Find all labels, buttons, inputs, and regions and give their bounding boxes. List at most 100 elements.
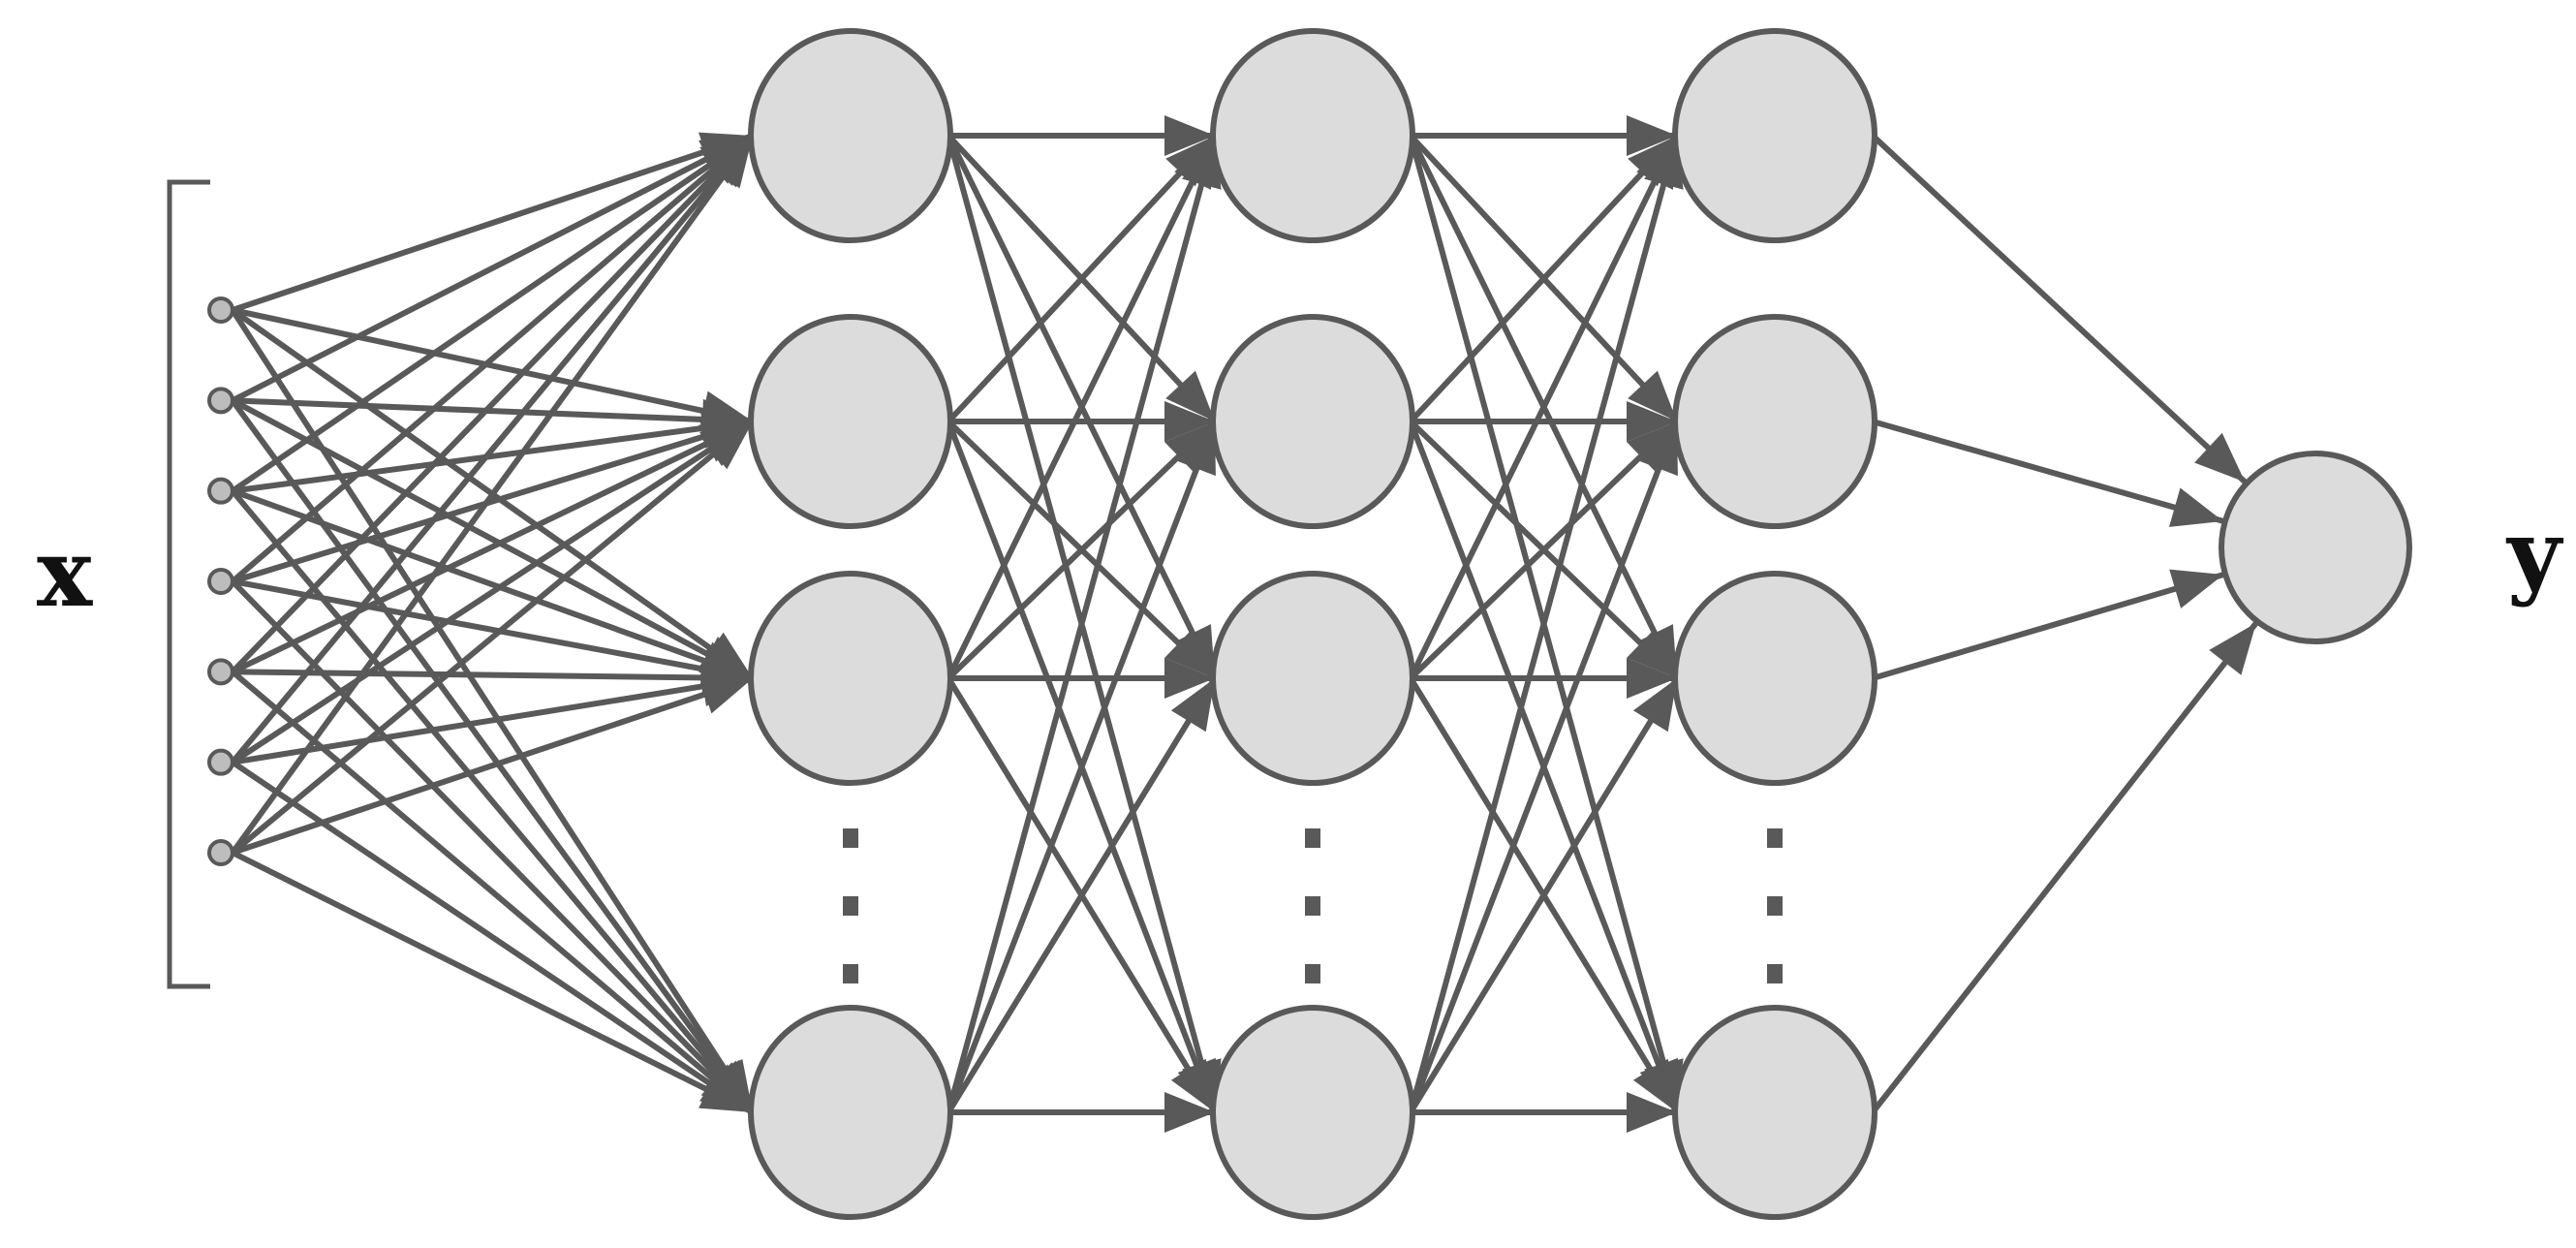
edge-l1-2-to-l2-3-arrowhead	[1164, 628, 1215, 678]
edge-l3-2-to-output	[1872, 419, 2224, 524]
edge-input-3-to-l1-4	[230, 488, 756, 1114]
edge-input-5-to-l1-4	[231, 670, 755, 1115]
edge-l1-4-to-l2-3	[946, 676, 1218, 1114]
edge-l2-4-to-l3-3-arrowhead	[1632, 678, 1677, 733]
hidden-l2-node-3	[1210, 571, 1415, 786]
edge-input-7-to-l1-3-arrowhead	[698, 674, 753, 714]
edge-l2-2-to-l3-3-arrowhead	[1627, 628, 1677, 678]
edge-l2-1-to-l3-1-arrowhead	[1627, 115, 1677, 156]
input-node-2	[207, 387, 234, 415]
hidden-l1-node-2	[748, 314, 953, 529]
edge-l3-1-to-output	[1870, 133, 2248, 484]
edge-input-4-to-l1-2	[232, 419, 754, 584]
edge-input-7-to-l1-2-arrowhead	[700, 421, 753, 470]
hidden-l2-node-4	[1210, 1005, 1415, 1220]
edge-l1-2-to-l2-1	[946, 133, 1218, 424]
edge-l1-3-to-l2-2	[946, 419, 1218, 681]
hidden-layers	[748, 28, 1878, 1220]
ellipsis-l1-dot-3	[843, 964, 858, 983]
ellipsis-l2-dot-2	[1305, 896, 1320, 916]
edge-l1-1-to-l2-1-arrowhead	[1164, 115, 1215, 156]
edge-input-5-to-l1-1	[230, 133, 756, 674]
edge-input-2-to-l1-1	[231, 133, 755, 404]
edge-l2-2-to-l3-1	[1408, 133, 1680, 424]
edge-input-4-to-l1-4	[230, 578, 756, 1115]
hidden-l3-node-1	[1672, 28, 1878, 243]
edge-input-7-to-l1-4	[231, 850, 755, 1115]
edge-input-6-to-l1-1	[230, 134, 756, 764]
arrowheads	[698, 115, 2256, 1133]
connections	[230, 133, 2259, 1115]
edge-input-2-to-l1-3	[231, 397, 755, 681]
edge-l2-4-to-l3-1	[1408, 135, 1680, 1113]
edge-input-3-to-l1-2	[232, 419, 754, 494]
edge-l2-3-to-l3-2	[1408, 419, 1680, 681]
edge-input-5-to-l1-3	[232, 669, 754, 681]
edge-l2-2-to-l3-2-arrowhead	[1627, 401, 1677, 442]
input-layer	[207, 296, 234, 866]
edge-input-3-to-l1-1	[231, 133, 755, 494]
edge-l1-4-to-l2-3-arrowhead	[1170, 678, 1215, 733]
edge-l2-4-to-l3-2	[1408, 420, 1680, 1114]
edge-input-7-to-l1-2	[231, 419, 755, 856]
edge-l2-1-to-l3-2-arrowhead	[1628, 370, 1677, 421]
input-node-7	[207, 839, 234, 866]
edge-l3-4-to-output-arrowhead	[2209, 622, 2256, 675]
edge-l2-3-to-l3-1	[1408, 134, 1680, 680]
ellipsis-l1-dot-1	[843, 828, 858, 848]
input-node-3	[207, 477, 234, 505]
input-bracket	[167, 179, 210, 989]
hidden-l2-node-2	[1210, 314, 1415, 529]
edge-input-7-to-l1-3	[232, 675, 754, 856]
edge-l1-3-to-l2-3-arrowhead	[1164, 658, 1215, 699]
edge-l2-4-to-l3-2-arrowhead	[1639, 421, 1678, 477]
hidden-l3-node-3	[1672, 571, 1878, 786]
edge-l1-2-to-l2-2-arrowhead	[1164, 401, 1215, 442]
edge-l2-4-to-l3-4-arrowhead	[1627, 1092, 1677, 1133]
edge-l3-1-to-output-arrowhead	[2194, 432, 2246, 483]
edge-l2-4-to-l3-3	[1408, 676, 1680, 1114]
edge-l2-3-to-l3-3-arrowhead	[1627, 658, 1677, 699]
ellipsis-l2-dot-1	[1305, 828, 1320, 848]
edge-input-4-to-l1-1	[231, 133, 755, 584]
input-node-6	[207, 748, 234, 776]
edge-input-7-to-l1-4-arrowhead	[698, 1072, 753, 1112]
hidden-l3-node-2	[1672, 314, 1878, 529]
edge-input-6-to-l1-2	[231, 419, 755, 765]
edge-l3-3-to-output	[1872, 572, 2224, 681]
ellipsis-l3-dot-1	[1767, 828, 1783, 848]
edge-input-4-to-l1-3	[232, 578, 754, 681]
hidden-l2-node-1	[1210, 28, 1415, 243]
edge-input-5-to-l1-2	[231, 419, 755, 675]
edge-l1-3-to-l2-2-arrowhead	[1164, 421, 1215, 472]
edge-l1-4-to-l2-2	[946, 420, 1218, 1114]
hidden-l1-node-1	[748, 28, 953, 243]
hidden-l1-node-3	[748, 571, 953, 786]
ellipsis-l1-dot-2	[843, 896, 858, 916]
edge-l2-3-to-l3-2-arrowhead	[1627, 421, 1677, 472]
edge-l1-4-to-l2-1	[946, 135, 1218, 1113]
edge-l1-1-to-l2-2-arrowhead	[1165, 370, 1215, 421]
hidden-l3-node-4	[1672, 1005, 1878, 1220]
hidden-l1-node-4	[748, 1005, 953, 1220]
input-node-4	[207, 568, 234, 595]
ellipsis-l2-dot-3	[1305, 964, 1320, 983]
edge-l1-4-to-l2-4-arrowhead	[1164, 1092, 1215, 1133]
edge-input-7-to-l1-1	[230, 134, 756, 855]
ellipsis-dots	[843, 828, 1783, 983]
output-layer	[2219, 451, 2412, 644]
input-node-5	[207, 658, 234, 686]
edge-input-6-to-l1-3	[232, 675, 754, 765]
edge-l1-3-to-l2-4-arrowhead	[1170, 1058, 1215, 1112]
edge-l3-4-to-output	[1870, 621, 2259, 1114]
ellipsis-l3-dot-2	[1767, 896, 1783, 916]
edge-input-2-to-l1-2	[232, 397, 754, 424]
edge-l3-2-to-output-arrowhead	[2169, 487, 2223, 527]
output-label: y	[2505, 499, 2564, 608]
edge-input-6-to-l1-4	[231, 760, 755, 1115]
edge-input-1-to-l1-2	[232, 307, 754, 424]
edge-input-1-to-l1-1	[232, 133, 754, 313]
edge-l1-3-to-l2-1	[946, 134, 1218, 680]
edge-input-2-to-l1-4	[230, 398, 756, 1114]
